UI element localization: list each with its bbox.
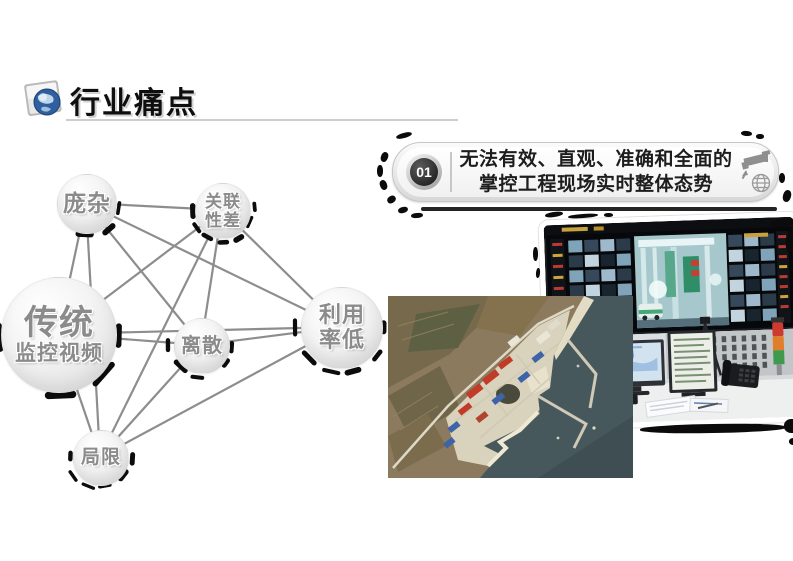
diagram-node-juxian: 局限 (73, 430, 129, 486)
sketch-shadow-mark (533, 247, 538, 261)
sketch-shadow-mark (604, 213, 613, 217)
node-label: 性差 (205, 211, 241, 230)
diagram-node-lisan: 离散 (174, 318, 230, 374)
callout-line-2: 掌控工程现场实时整体态势 (478, 173, 713, 195)
node-label: 关联 (205, 191, 241, 211)
node-label: 监控视频 (15, 342, 103, 366)
sketch-shadow-mark (377, 165, 383, 177)
satellite-picture (388, 296, 633, 478)
node-label: 利用 (318, 302, 365, 328)
diagram-node-liyonglv: 利用率低 (301, 287, 383, 369)
page-title: 行业痛点 (70, 87, 198, 120)
sketch-shadow-mark (779, 173, 785, 183)
node-label: 局限 (80, 447, 121, 469)
diagram-node-chuantong: 传统监控视频 (1, 277, 117, 393)
callout-line-1: 无法有效、直观、准确和全面的 (459, 148, 733, 170)
title-underline (66, 119, 458, 121)
callout-divider (450, 152, 452, 192)
callout-inner (397, 147, 774, 197)
sketch-shadow-mark (756, 134, 764, 139)
cctv-globe-icon (741, 150, 771, 193)
diagram-node-guanlianxing: 关联性差 (195, 183, 251, 239)
callout-number: 01 (410, 158, 438, 186)
callout-shadow (421, 207, 777, 211)
coastal-construction-site-satellite-photo (388, 296, 633, 478)
node-label: 传统 (24, 304, 94, 343)
node-label: 率低 (318, 327, 365, 352)
node-label: 离散 (181, 334, 223, 357)
sketch-shadow-mark (789, 438, 793, 445)
globe-box-icon (24, 80, 62, 116)
callout-text: 无法有效、直观、准确和全面的 掌控工程现场实时整体态势 (455, 143, 737, 201)
diagram-node-pangza: 庞杂 (57, 174, 117, 234)
sketch-shadow-mark (784, 419, 793, 433)
callout-number-badge: 01 (406, 154, 442, 190)
node-label: 庞杂 (63, 190, 111, 217)
desk-phone-icon (721, 359, 760, 389)
pain-point-callout: 01 无法有效、直观、准确和全面的 掌控工程现场实时整体态势 (392, 142, 779, 202)
